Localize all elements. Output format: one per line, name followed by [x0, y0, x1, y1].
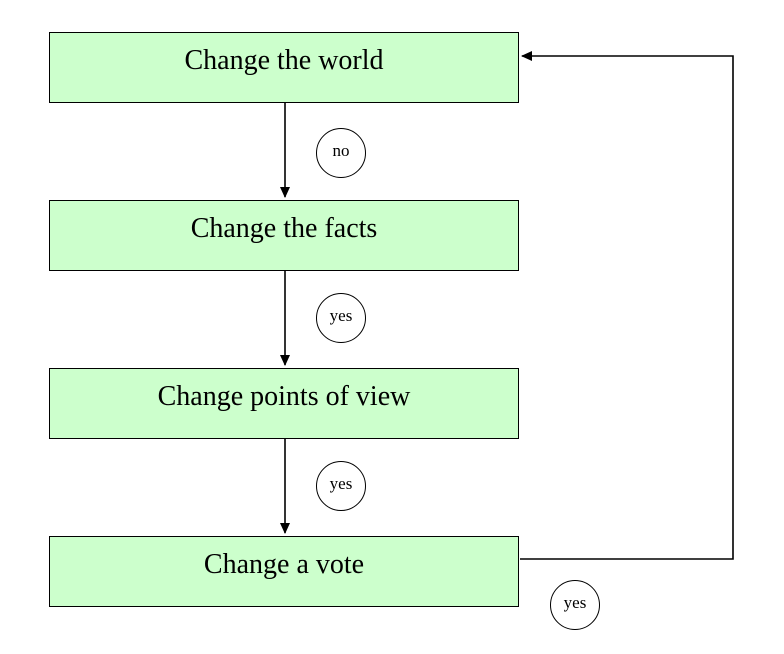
arrow-vote-to-world [520, 51, 734, 560]
node-change-a-vote: Change a vote [49, 536, 519, 607]
edge-label-text: yes [329, 474, 353, 493]
node-change-the-facts: Change the facts [49, 200, 519, 271]
edge-label-yes: yes [316, 293, 366, 343]
node-label: Change the facts [190, 213, 378, 244]
node-change-the-world: Change the world [49, 32, 519, 103]
edge-label-yes: yes [550, 580, 600, 630]
edge-label-no: no [316, 128, 366, 178]
edge-label-text: yes [329, 306, 353, 325]
node-label: Change a vote [203, 549, 365, 580]
node-change-points-of-view: Change points of view [49, 368, 519, 439]
edge-label-text: no [332, 141, 350, 160]
edge-label-text: yes [563, 593, 587, 612]
node-label: Change points of view [157, 381, 411, 412]
edge-label-yes: yes [316, 461, 366, 511]
node-label: Change the world [184, 45, 384, 76]
